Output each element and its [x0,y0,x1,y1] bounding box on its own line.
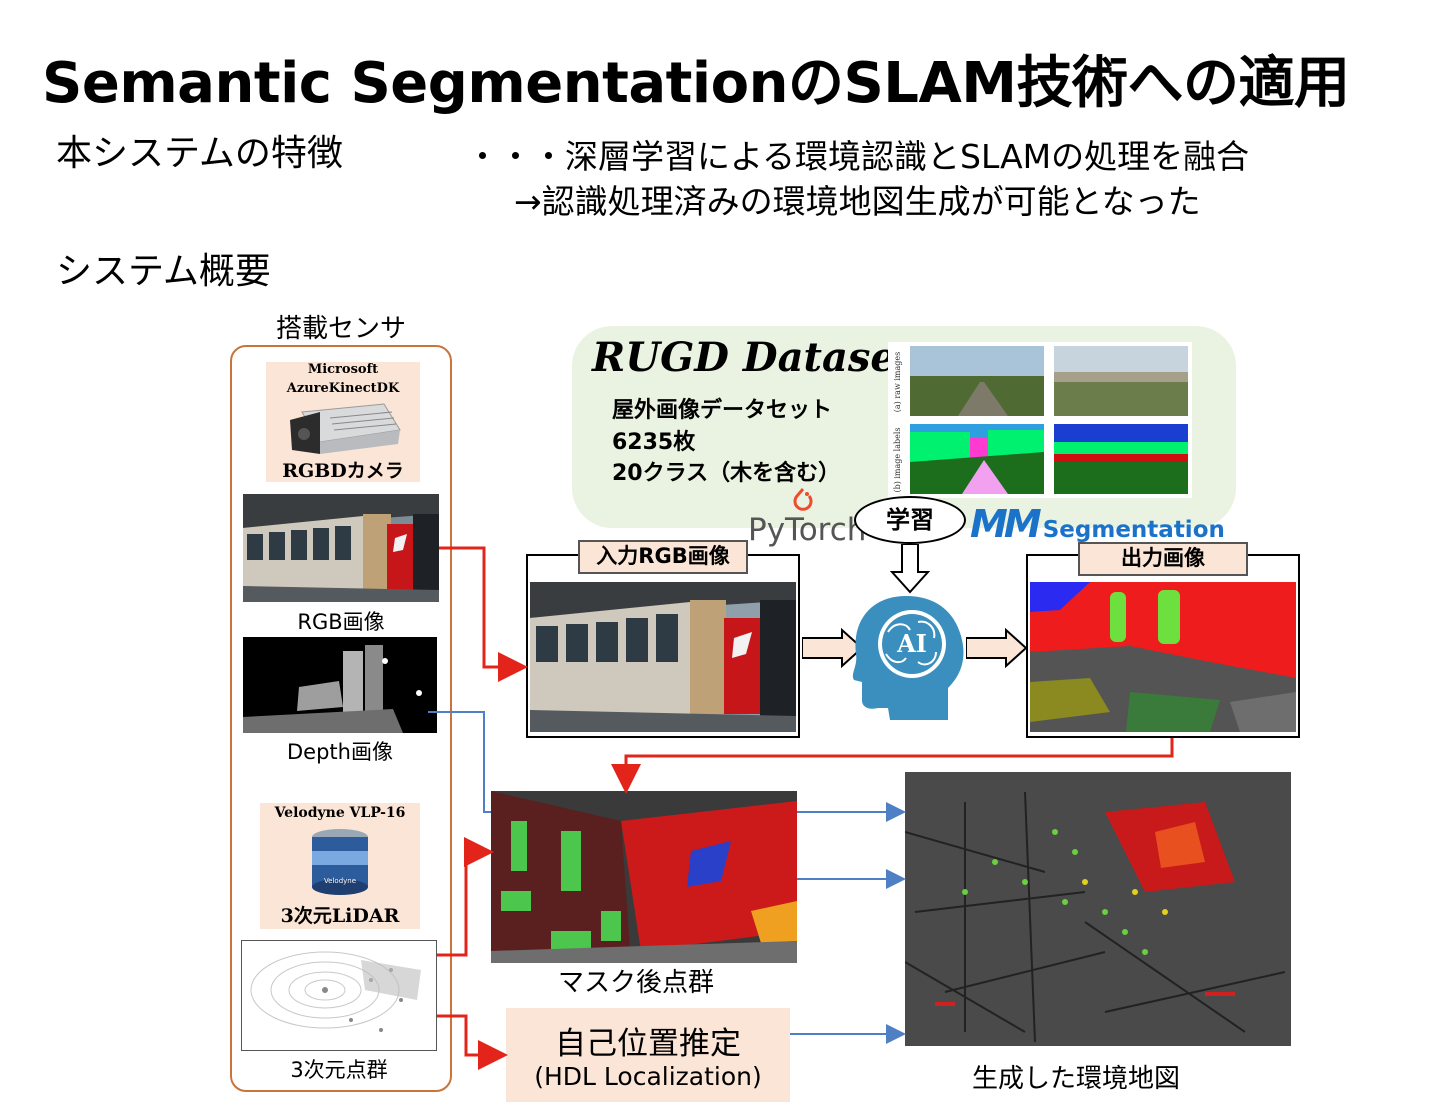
localization-subtitle: (HDL Localization) [534,1062,762,1091]
depth-to-mask-line [428,711,491,813]
depth-image [243,637,437,733]
input-rgb-tag: 入力RGB画像 [578,540,748,574]
generated-map-image [905,772,1291,1046]
dataset-samples: (a) raw images (b) image labels [888,342,1192,498]
lidar-logo: Velodyne [324,877,356,885]
pytorch-logo: PyTorch [748,512,867,548]
output-to-mask-arrow [611,738,1174,794]
image-labels-label: (b) image labels [893,427,902,492]
localization-box: 自己位置推定 (HDL Localization) [506,1008,790,1102]
localization-title: 自己位置推定 [555,1026,741,1062]
page-title: Semantic SegmentationのSLAM技術への適用 [42,51,1350,116]
lidar-icon: Velodyne [312,829,368,895]
ai-brain-icon: AI [852,596,964,720]
pointcloud-image [241,940,437,1051]
features-line-1: ・・・深層学習による環境認識とSLAMの処理を融合 [466,137,1250,176]
kinect-camera-icon [290,403,401,454]
rgb-image [243,494,439,602]
pointcloud-to-mask-arrow [437,837,494,957]
learning-oval: 学習 [854,496,966,544]
camera-brand-1: Microsoft [307,362,379,377]
raw-images-label: (a) raw images [893,352,902,412]
masked-pointcloud-image [491,791,797,963]
input-rgb-image [530,582,796,732]
output-segmentation-image [1030,582,1296,732]
rgb-caption: RGB画像 [297,610,385,634]
pointcloud-to-localization-arrow [437,1014,508,1070]
lidar-label: 3次元LiDAR [280,905,400,927]
to-ai-arrow [802,628,864,668]
dataset-title: RUGD Dataset [592,334,915,381]
camera-card: Microsoft AzureKinectDK RGBDカメラ [266,362,420,482]
sensors-title: 搭載センサ [276,314,407,344]
output-tag: 出力画像 [1078,542,1248,576]
generated-map-caption: 生成した環境地図 [972,1064,1181,1094]
features-line-2: →認識処理済みの環境地図生成が可能となった [514,182,1201,221]
segmentation-text: Segmentation [1042,517,1225,543]
camera-brand-2: AzureKinectDK [286,381,400,396]
sensors-frame [230,345,452,1092]
dataset-line-2: 6235枚 [612,430,696,455]
mmsegmentation-logo: MM Segmentation [970,502,1225,546]
ai-label: AI [896,629,927,658]
overview-label: システム概要 [56,251,271,292]
features-label: 本システムの特徴 [56,133,343,174]
pointcloud-caption: 3次元点群 [290,1058,388,1082]
mm-mark: MM [970,502,1042,546]
masked-pointcloud-caption: マスク後点群 [558,968,715,998]
dataset-line-3: 20クラス（木を含む） [612,461,841,486]
pytorch-flame-icon [793,488,813,511]
camera-label: RGBDカメラ [282,460,404,482]
from-ai-arrow [966,628,1028,668]
learning-down-arrow [890,544,930,594]
lidar-card: Velodyne VLP-16 Velodyne 3次元LiDAR [260,803,420,929]
rgb-to-input-arrow [439,546,528,682]
depth-caption: Depth画像 [287,740,393,764]
dataset-line-1: 屋外画像データセット [612,398,833,423]
lidar-brand: Velodyne VLP-16 [274,805,406,821]
